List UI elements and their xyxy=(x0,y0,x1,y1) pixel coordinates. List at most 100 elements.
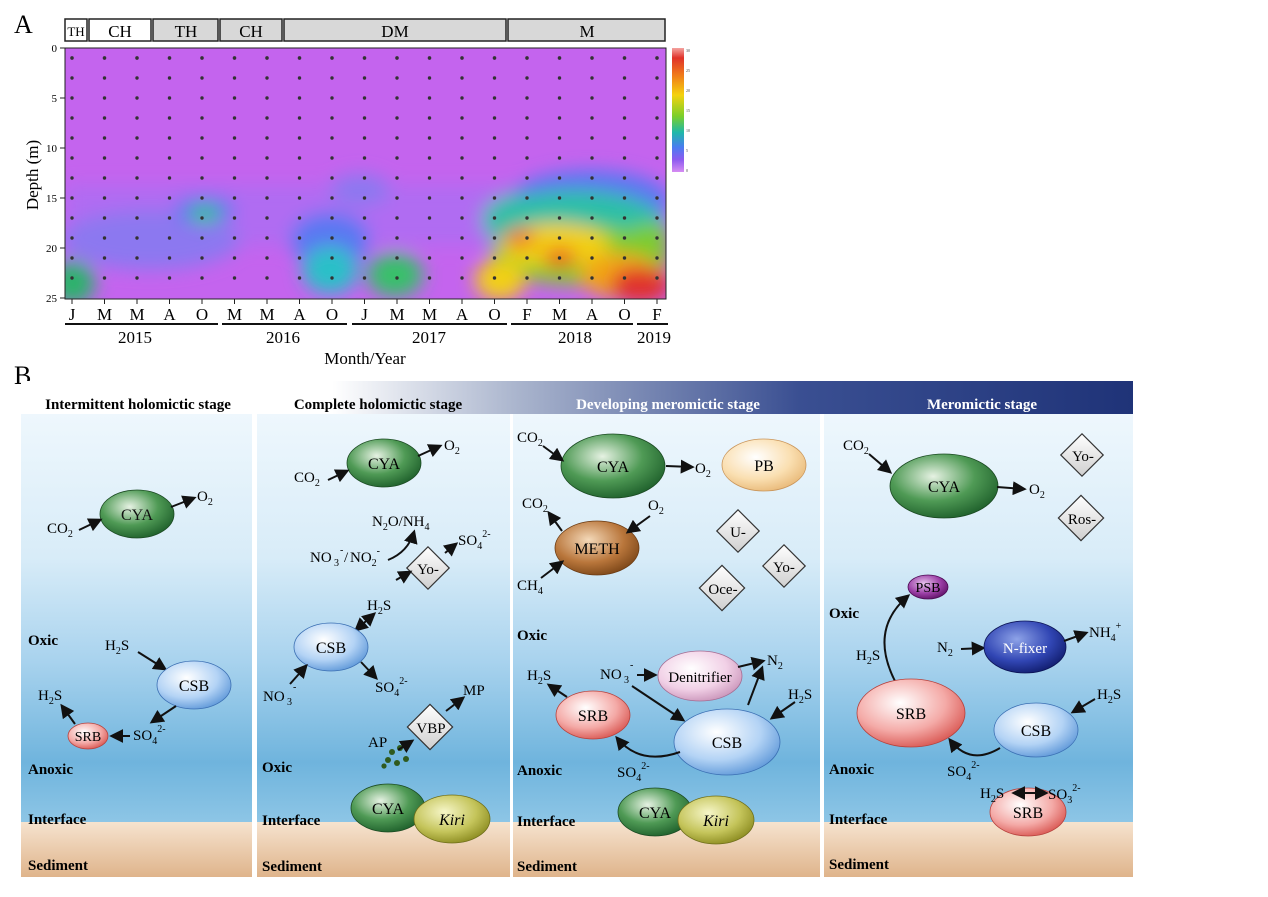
kiri-cell xyxy=(413,794,491,844)
sample-point xyxy=(232,216,237,220)
sample-point xyxy=(135,276,139,280)
nfixer-label: N-fixer xyxy=(1003,641,1047,657)
sample-point xyxy=(102,176,107,180)
srb-cell xyxy=(555,690,631,740)
sample-point xyxy=(362,256,367,260)
vbp-label: VBP xyxy=(416,721,445,737)
sample-point xyxy=(70,236,74,240)
sample-point xyxy=(167,76,172,80)
kiri-cell xyxy=(677,795,755,845)
sample-point xyxy=(330,156,334,160)
sample-point xyxy=(460,256,464,260)
sample-point xyxy=(200,196,204,200)
sample-point xyxy=(460,176,464,180)
sample-point xyxy=(330,216,334,220)
month-label: O xyxy=(326,305,338,324)
column-complete: CYA CO2 O2 N2O/NH4 NO4 3 - / NO2- Yo- SO… xyxy=(262,438,491,875)
sample-point xyxy=(362,136,367,140)
stage-banner xyxy=(21,381,1133,414)
sample-point xyxy=(427,276,432,280)
sample-point xyxy=(297,56,302,60)
layer-interface: Interface xyxy=(517,814,576,830)
sample-point xyxy=(330,76,334,80)
panel-a-label: A xyxy=(14,10,33,39)
denitrifier-cell xyxy=(657,650,743,702)
sample-point xyxy=(135,156,139,160)
colorbar-tick: 20 xyxy=(686,88,690,93)
csb-label: CSB xyxy=(316,640,346,657)
srb-label: SRB xyxy=(578,708,608,725)
sample-point xyxy=(200,96,204,100)
ros-diamond xyxy=(1057,494,1105,542)
oce-label: Oce- xyxy=(708,582,737,598)
chem-h2s: H2S xyxy=(856,648,880,667)
month-label: F xyxy=(522,305,531,324)
chem-slash: / xyxy=(344,550,349,566)
chem-no3: NO xyxy=(263,689,285,705)
chem-o2: O2 xyxy=(648,498,664,517)
chem-so3: SO32- xyxy=(1048,783,1081,806)
month-label: M xyxy=(129,305,144,324)
chem-no3-sub: 3 xyxy=(334,558,339,569)
u-diamond xyxy=(715,508,761,554)
cya-cell xyxy=(889,453,999,519)
stage-label: DM xyxy=(381,22,408,41)
sample-point xyxy=(557,76,562,80)
sample-point xyxy=(622,116,627,120)
sample-point xyxy=(427,96,432,100)
sample-point xyxy=(330,236,334,240)
layer-sediment: Sediment xyxy=(517,859,577,875)
sample-point xyxy=(590,136,594,140)
meth-cell xyxy=(554,520,640,576)
ros-label: Ros- xyxy=(1068,512,1096,528)
chem-o2: O2 xyxy=(444,438,460,457)
sample-point xyxy=(557,176,562,180)
sample-point xyxy=(655,236,659,240)
meth-label: METH xyxy=(574,541,620,558)
yo-label: Yo- xyxy=(417,562,439,578)
sample-point xyxy=(655,216,659,220)
sample-point xyxy=(167,256,172,260)
sample-point xyxy=(460,236,464,240)
sample-point xyxy=(557,56,562,60)
x-axis-label: Month/Year xyxy=(324,349,406,368)
sample-point xyxy=(135,56,139,60)
sample-point xyxy=(590,216,594,220)
sample-point xyxy=(135,116,139,120)
sample-point xyxy=(135,216,139,220)
chem-n2: N2 xyxy=(767,653,783,672)
layer-interface: Interface xyxy=(28,812,87,828)
sample-point xyxy=(557,196,562,200)
sample-point xyxy=(265,236,269,240)
y-tick-label: 25 xyxy=(46,293,58,305)
sample-point xyxy=(590,96,594,100)
sample-point xyxy=(590,196,594,200)
chem-co2: CO2 xyxy=(294,470,320,489)
month-label: M xyxy=(552,305,567,324)
sample-point xyxy=(590,276,594,280)
chem-mp: MP xyxy=(463,683,485,699)
stage-label: TH xyxy=(67,24,84,39)
layer-interface: Interface xyxy=(262,813,321,829)
sample-point xyxy=(232,116,237,120)
stage-box xyxy=(152,18,219,42)
yo-diamond xyxy=(1059,432,1105,478)
chem-co2: CO2 xyxy=(522,496,548,515)
colorbar-tick: 30 xyxy=(686,48,690,53)
sample-point xyxy=(395,76,399,80)
sample-point xyxy=(362,176,367,180)
sample-point xyxy=(70,216,74,220)
sample-point xyxy=(362,76,367,80)
sample-point xyxy=(265,256,269,260)
sample-point xyxy=(297,136,302,140)
sample-point xyxy=(232,76,237,80)
sample-point xyxy=(492,76,497,80)
sample-point xyxy=(427,256,432,260)
sample-point xyxy=(135,96,139,100)
sample-point xyxy=(525,236,529,240)
sample-point xyxy=(622,236,627,240)
sample-point xyxy=(330,116,334,120)
sample-point xyxy=(557,216,562,220)
sample-point xyxy=(232,176,237,180)
sample-point xyxy=(362,276,367,280)
